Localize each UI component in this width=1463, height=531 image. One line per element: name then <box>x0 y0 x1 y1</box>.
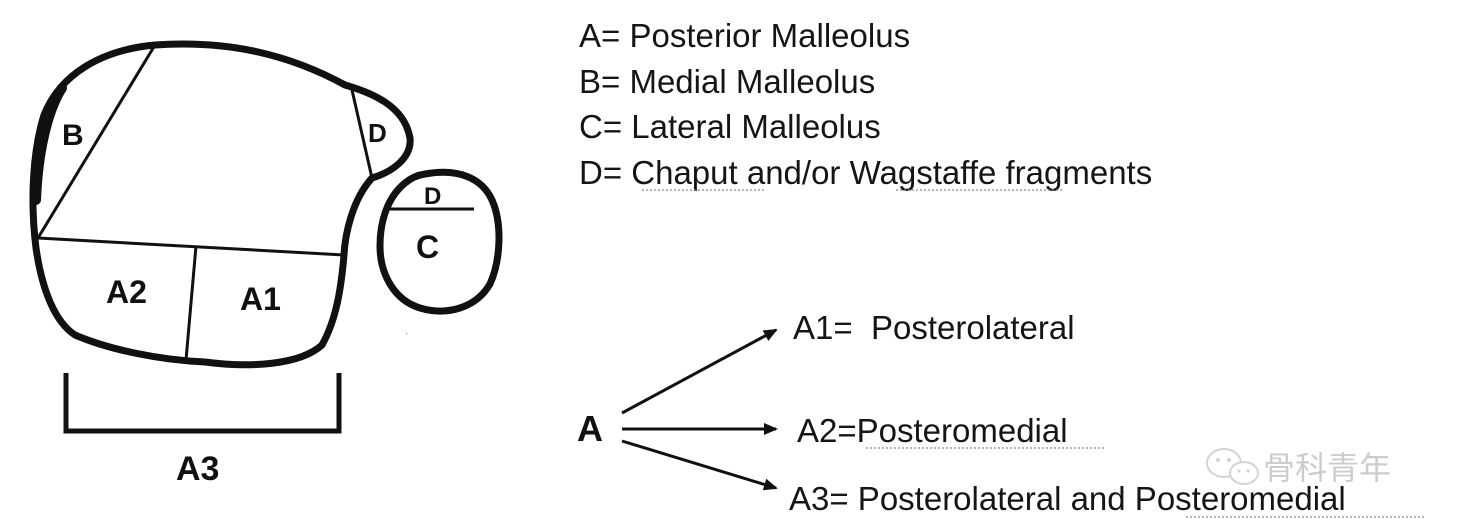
a3-bracket <box>66 373 339 431</box>
branch-a1: A1= Posterolateral <box>793 309 1075 346</box>
wechat-icon <box>1207 449 1258 484</box>
a1-a2-divider-line <box>186 246 196 360</box>
legend-item-d: D= Chaput and/or Wagstaffe fragments <box>579 154 1152 191</box>
medial-edge-thickening <box>36 88 62 200</box>
arrow-to-a1 <box>622 330 776 413</box>
label-d-fibula: D <box>424 183 441 210</box>
label-a1: A1 <box>240 281 281 317</box>
label-a2: A2 <box>106 274 147 310</box>
label-c: C <box>416 229 439 265</box>
classification-root: A <box>577 408 603 449</box>
watermark: 骨科青年 <box>1207 449 1391 487</box>
small-mark: ㆍ <box>401 327 412 341</box>
arrow-to-a3 <box>622 441 776 488</box>
medial-malleolus-line <box>38 45 155 238</box>
label-d-tibia: D <box>368 118 387 148</box>
watermark-text: 骨科青年 <box>1263 449 1391 487</box>
legend-item-a: A= Posterior Malleolus <box>579 17 910 54</box>
label-a3: A3 <box>176 450 219 488</box>
legend-item-c: C= Lateral Malleolus <box>579 108 881 145</box>
label-b: B <box>62 119 84 152</box>
posterior-malleolus-line <box>38 238 344 255</box>
branch-a2: A2=Posteromedial <box>797 412 1068 449</box>
legend-item-b: B= Medial Malleolus <box>579 63 875 100</box>
